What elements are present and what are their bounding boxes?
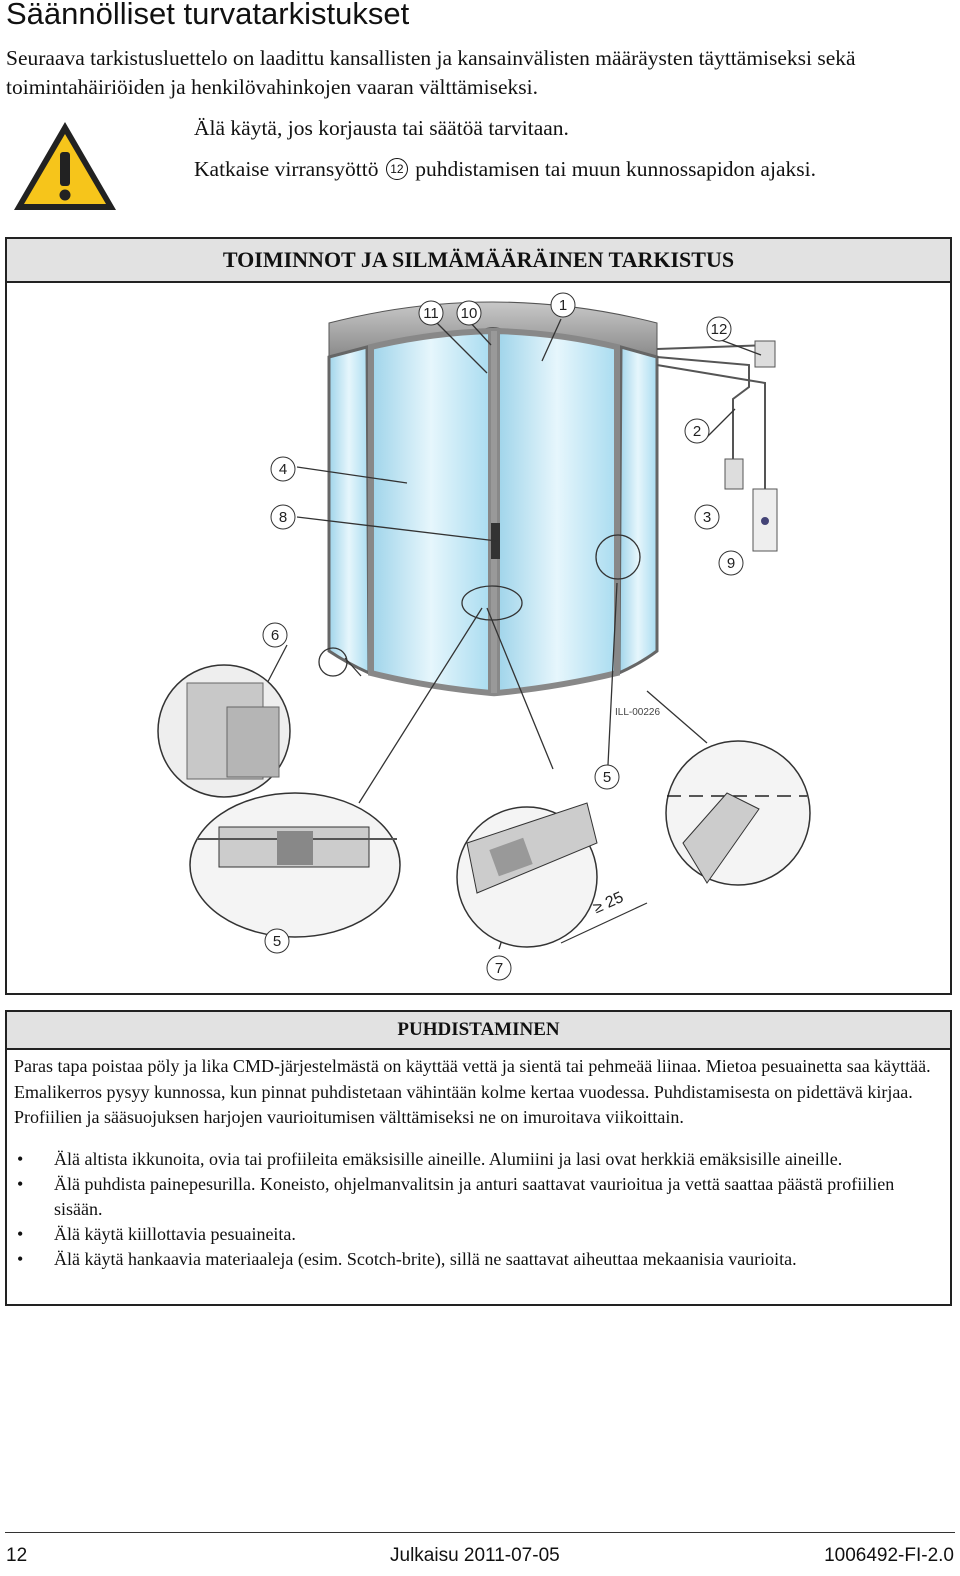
callout-5-right: 5 [594,764,620,790]
svg-text:9: 9 [727,555,735,572]
detail-brush-profile [456,802,598,948]
callout-11: 11 [418,300,444,326]
svg-text:1: 1 [559,297,567,314]
callout-1: 1 [550,292,576,318]
svg-text:5: 5 [273,933,281,950]
callout-10: 10 [456,300,482,326]
power-switch [754,340,776,368]
svg-text:11: 11 [423,305,439,322]
warning-triangle-icon [14,122,116,210]
callout-8: 8 [270,504,296,530]
detail-weather-seal [665,740,811,886]
callout-6: 6 [262,622,288,648]
bullet-item: Älä käytä hankaavia materiaaleja (esim. … [14,1247,943,1272]
cleaning-paragraph: Paras tapa poistaa pöly ja lika CMD-järj… [14,1056,931,1127]
revolving-door-illustration: ≥ 25 ILL-00226 11 10 1 12 2 4 3 8 9 6 5 … [157,292,811,981]
inspection-box: TOIMINNOT JA SILMÄMÄÄRÄINEN TARKISTUS [5,237,952,995]
svg-text:3: 3 [703,509,711,526]
svg-text:4: 4 [279,461,287,478]
cleaning-bullet-list: Älä altista ikkunoita, ovia tai profiile… [7,1147,950,1272]
program-selector [724,458,744,490]
warning-line-2: Katkaise virransyöttö 12 puhdistamisen t… [194,157,816,182]
bullet-item: Älä käytä kiillottavia pesuaineita. [14,1222,943,1247]
bullet-item: Älä puhdista painepesurilla. Koneisto, o… [14,1172,943,1222]
warning-line-1: Älä käytä, jos korjausta tai säätöä tarv… [194,116,569,140]
callout-3: 3 [694,504,720,530]
svg-text:12: 12 [711,321,728,338]
callout-4: 4 [270,456,296,482]
callout-9: 9 [718,550,744,576]
page-number: 12 [6,1545,28,1566]
illustration-code: ILL-00226 [615,707,660,718]
callout-5-left: 5 [264,928,290,954]
warning-line-2-start: Katkaise virransyöttö [194,157,379,181]
svg-text:7: 7 [495,960,503,977]
edition-date: Julkaisu 2011-07-05 [390,1545,560,1566]
cleaning-box: PUHDISTAMINEN Paras tapa poistaa pöly ja… [5,1010,952,1306]
svg-text:8: 8 [279,509,287,526]
bullet-item: Älä altista ikkunoita, ovia tai profiile… [14,1147,943,1172]
detail-corner-profile [157,664,291,798]
callout-7: 7 [486,955,512,981]
document-id: 1006492-FI-2.0 [824,1545,954,1566]
cleaning-heading: PUHDISTAMINEN [7,1012,950,1050]
detail-sensor-profile [189,792,401,938]
svg-text:2: 2 [693,423,701,440]
dimension-label: ≥ 25 [591,889,626,917]
svg-text:5: 5 [603,769,611,786]
callout-12: 12 [706,316,732,342]
svg-text:10: 10 [461,305,478,322]
footer-divider [5,1532,955,1533]
page-title: Säännölliset turvatarkistukset [6,0,410,31]
warning-line-2-end: puhdistamisen tai muun kunnossapidon aja… [415,157,816,181]
power-supply-ref: 12 [385,158,408,180]
intro-paragraph: Seuraava tarkistusluettelo on laadittu k… [6,46,856,99]
svg-text:6: 6 [271,627,279,644]
callout-2: 2 [684,418,710,444]
inspection-heading: TOIMINNOT JA SILMÄMÄÄRÄINEN TARKISTUS [7,239,950,283]
